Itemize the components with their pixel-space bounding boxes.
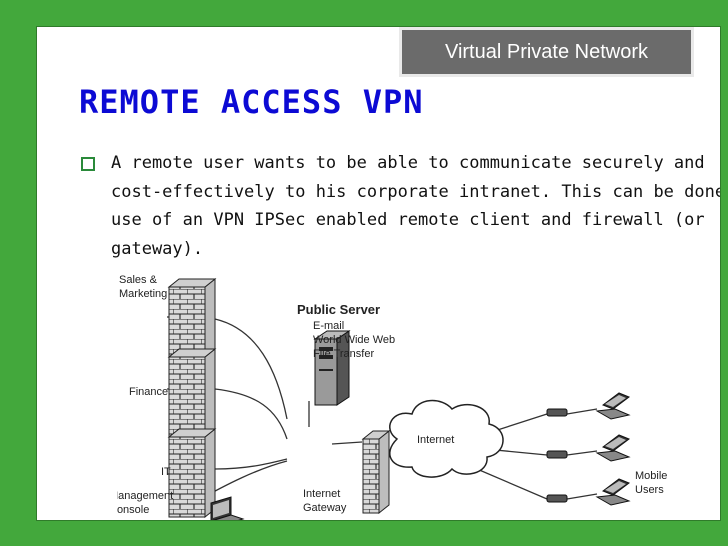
vpn-diagram: Sales & Marketing Finance IT Management … (117, 274, 667, 520)
label-finance: Finance (129, 386, 168, 398)
service-item: World Wide Web (313, 334, 395, 346)
label-mobile-1: Mobile (635, 470, 667, 482)
service-item: File Transfer (313, 348, 374, 360)
mobile-laptop-2-icon (595, 434, 631, 462)
modem-icons (546, 408, 568, 503)
mobile-laptop-1-icon (595, 392, 631, 420)
label-it: IT (161, 466, 171, 478)
bullet-text: A remote user wants to be able to commun… (111, 153, 721, 259)
public-server-title: Public Server (297, 302, 380, 317)
server-icon (313, 330, 351, 406)
label-gateway-1: Internet (303, 488, 340, 500)
service-item: E-mail (313, 320, 344, 332)
label-sales-2: Marketing (119, 288, 167, 300)
label-internet: Internet (417, 434, 454, 446)
firewall-it-icon (167, 427, 217, 519)
management-laptop-icon (210, 496, 245, 520)
firewall-gateway-icon (361, 429, 391, 515)
banner-title: Virtual Private Network (399, 27, 694, 77)
label-mgmt-2: Console (117, 504, 149, 516)
mobile-laptop-3-icon (595, 478, 631, 506)
label-sales-1: Sales & (119, 274, 158, 286)
label-mgmt-1: Management (117, 490, 173, 502)
label-gateway-2: Gateway (303, 502, 347, 514)
slide: Virtual Private Network REMOTE ACCESS VP… (36, 26, 721, 521)
label-mobile-2: Users (635, 484, 664, 496)
slide-heading: REMOTE ACCESS VPN (79, 83, 424, 121)
bullet-icon (81, 157, 95, 171)
internet-cloud-icon (389, 399, 504, 478)
firewall-finance-icon (167, 347, 217, 439)
